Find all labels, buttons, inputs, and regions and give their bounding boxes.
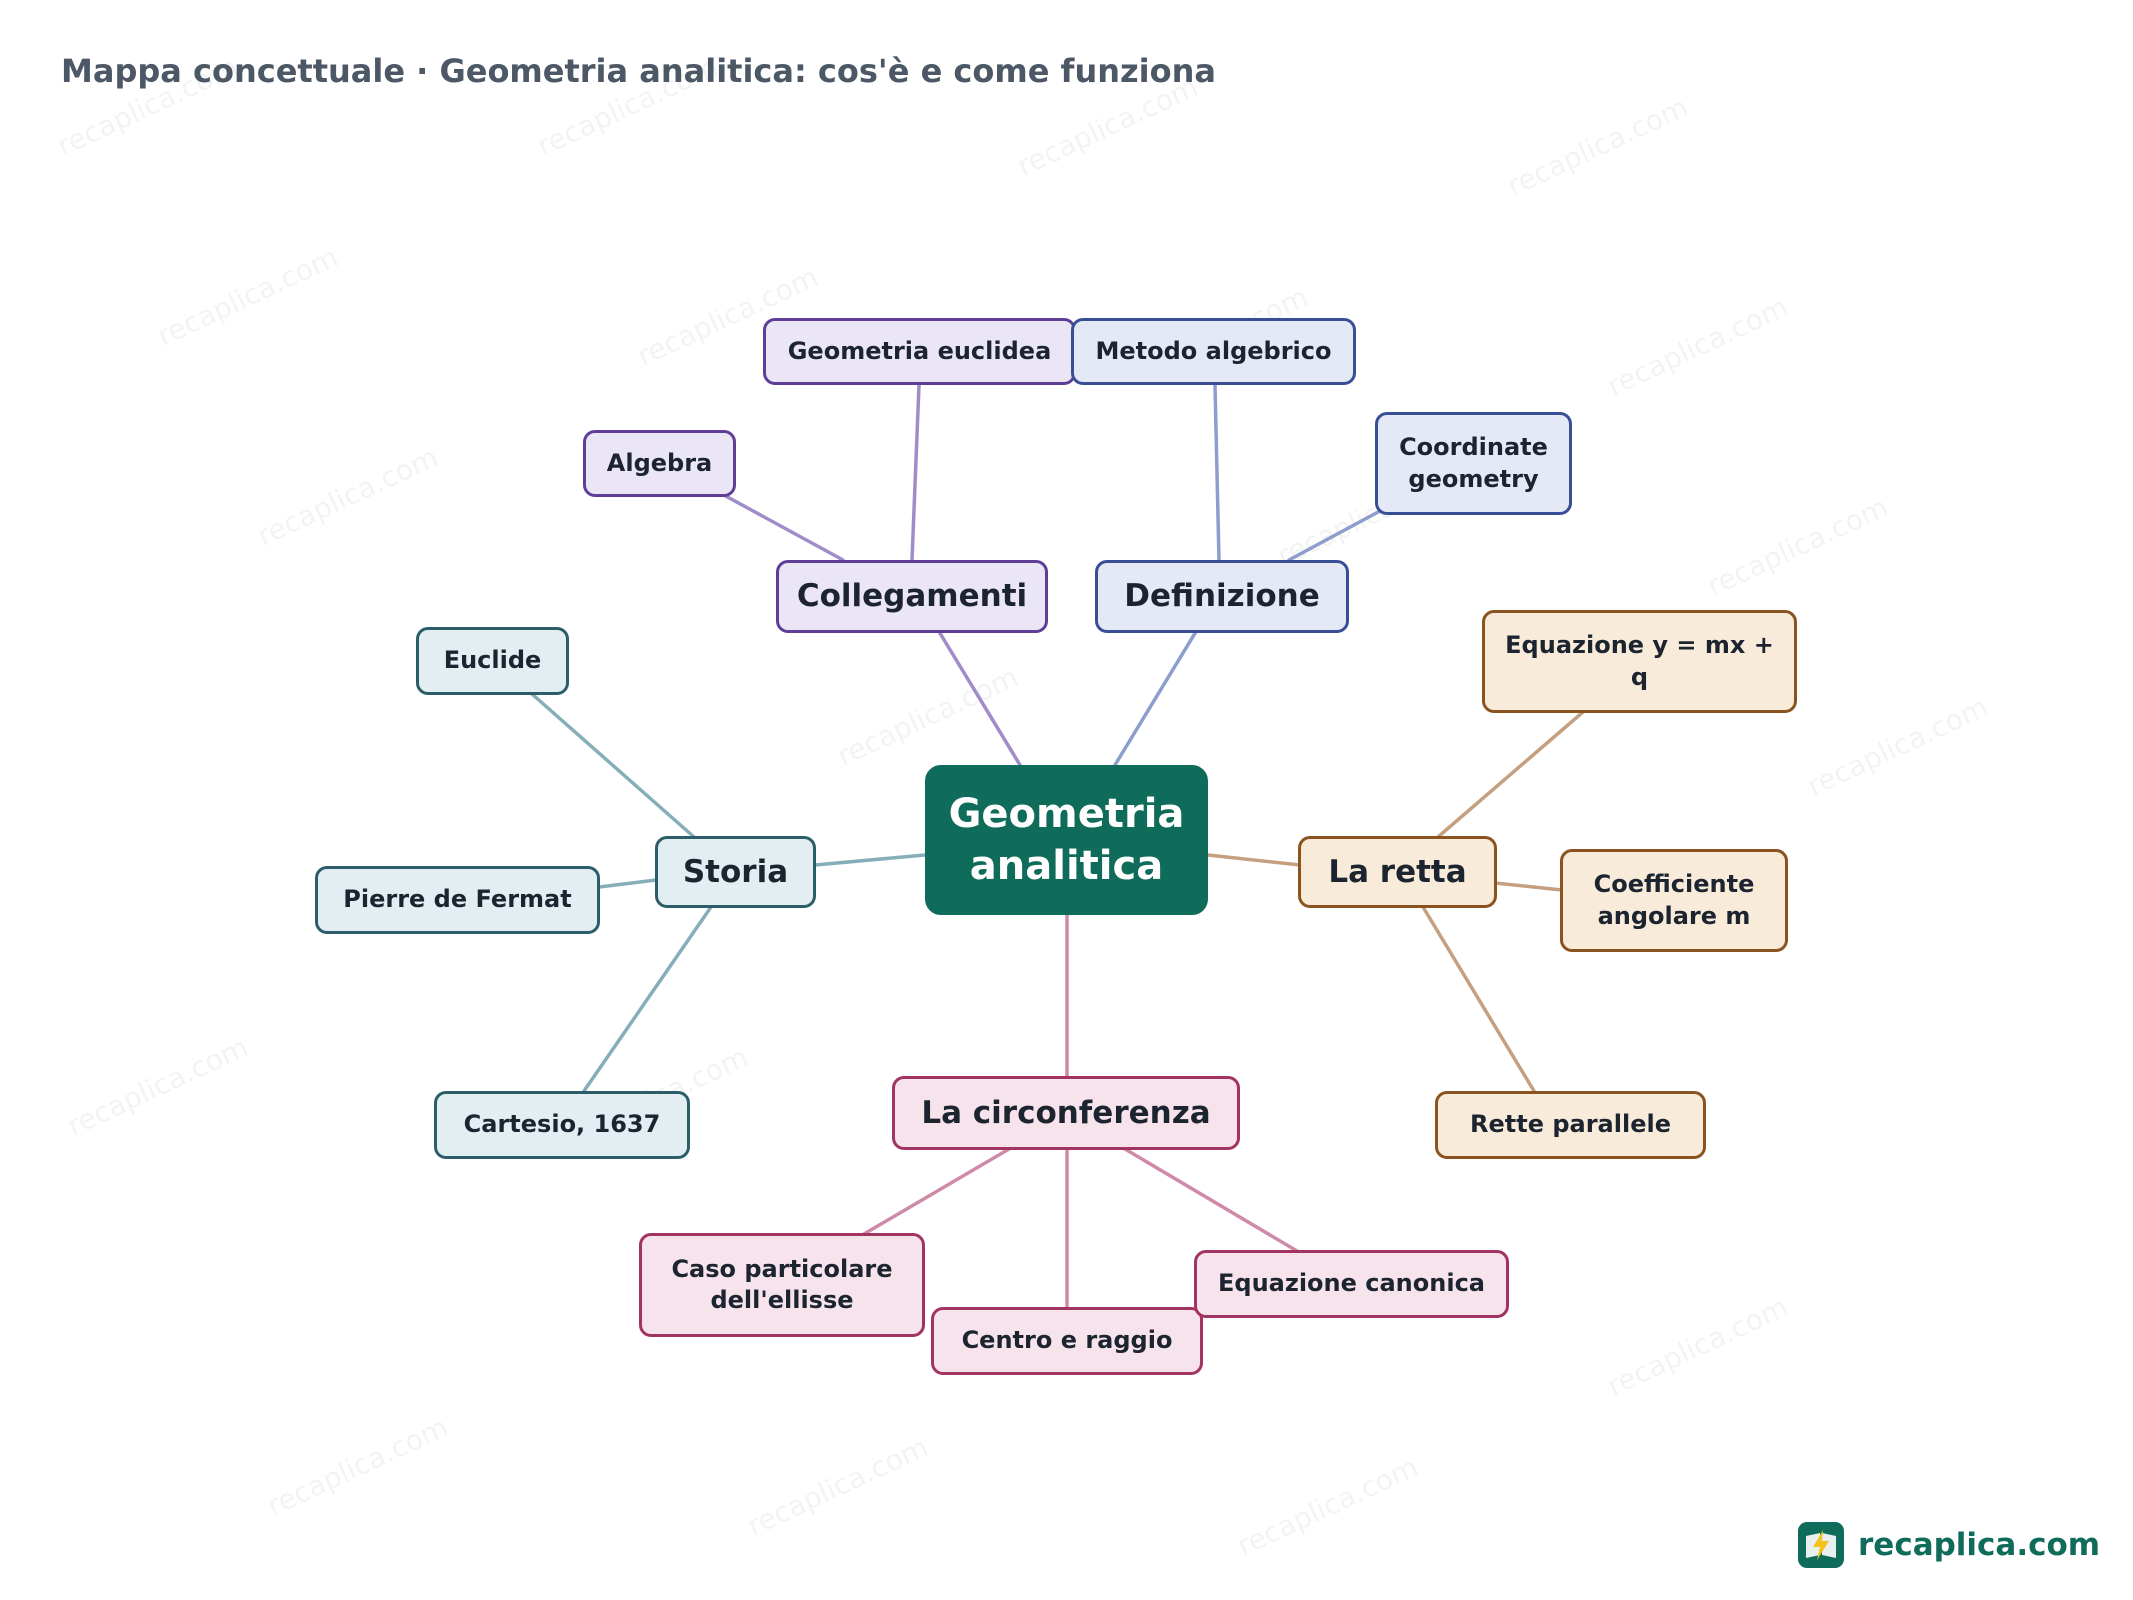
leaf-rette-parallele[interactable]: Rette parallele (1435, 1091, 1706, 1159)
leaf-metodo-algebrico[interactable]: Metodo algebrico (1071, 318, 1356, 385)
brand-name: recaplica.com (1858, 1527, 2101, 1563)
branch-definizione[interactable]: Definizione (1095, 560, 1349, 633)
central-topic[interactable]: Geometria analitica (925, 765, 1208, 915)
leaf-caso-particolare-ellisse[interactable]: Caso particolare dell'ellisse (639, 1233, 925, 1337)
connector-storia-cartesio (582, 905, 713, 1093)
connector-retta-equazione (1436, 710, 1585, 839)
connector-center-definizione (1113, 623, 1202, 767)
connector-center-collegamenti (933, 623, 1022, 767)
connector-center-storia (813, 853, 927, 867)
leaf-cartesio-1637[interactable]: Cartesio, 1637 (434, 1091, 690, 1159)
connector-center-retta (1206, 853, 1302, 867)
connector-storia-fermat (597, 878, 658, 889)
connector-definizione-metodo (1213, 383, 1221, 562)
leaf-geometria-euclidea[interactable]: Geometria euclidea (763, 318, 1076, 385)
brand-footer[interactable]: recaplica.com (1798, 1522, 2100, 1568)
connector-collegamenti-algebra (720, 492, 845, 562)
connector-storia-euclide (530, 692, 696, 839)
page-title: Mappa concettuale · Geometria analitica:… (61, 52, 1216, 90)
leaf-equazione-retta[interactable]: Equazione y = mx + q (1482, 610, 1797, 713)
leaf-algebra[interactable]: Algebra (583, 430, 736, 497)
leaf-coordinate-geometry[interactable]: Coordinate geometry (1375, 412, 1572, 515)
branch-collegamenti[interactable]: Collegamenti (776, 560, 1048, 633)
leaf-euclide[interactable]: Euclide (416, 627, 569, 695)
connector-circonferenza-equazione (1123, 1147, 1299, 1253)
connector-circonferenza-ellisse (862, 1147, 1011, 1236)
leaf-pierre-de-fermat[interactable]: Pierre de Fermat (315, 866, 600, 934)
branch-storia[interactable]: Storia (655, 836, 816, 908)
connector-retta-coefficiente (1493, 881, 1564, 892)
branch-la-retta[interactable]: La retta (1298, 836, 1497, 908)
leaf-coefficiente-angolare[interactable]: Coefficiente angolare m (1560, 849, 1788, 952)
connector-collegamenti-euclidea (910, 383, 921, 562)
connector-definizione-coordinate (1287, 509, 1382, 562)
branch-la-circonferenza[interactable]: La circonferenza (892, 1076, 1240, 1150)
leaf-equazione-canonica[interactable]: Equazione canonica (1194, 1250, 1509, 1318)
connector-retta-parallele (1421, 905, 1536, 1093)
book-lightning-icon (1798, 1522, 1844, 1568)
leaf-centro-e-raggio[interactable]: Centro e raggio (931, 1307, 1203, 1375)
